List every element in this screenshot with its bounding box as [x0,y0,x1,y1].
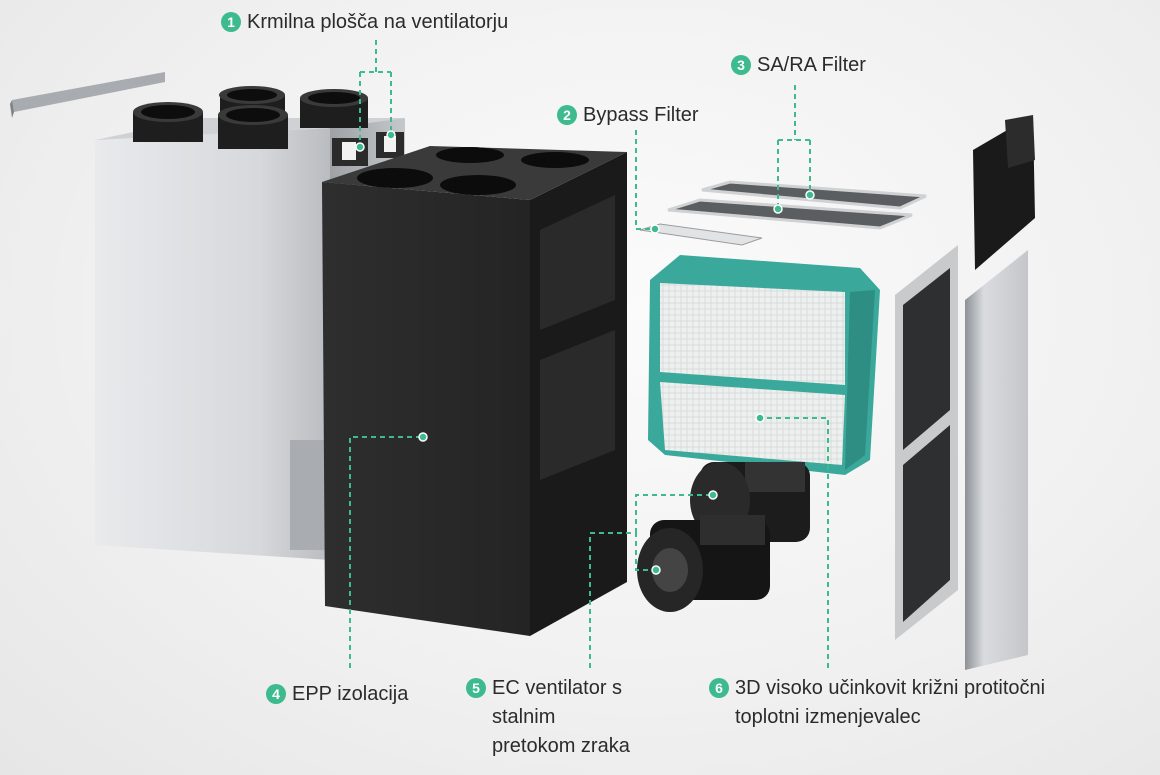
callout-sa-ra-filter: 3 SA/RA Filter [731,51,866,80]
duct-pipes [133,86,368,149]
callout-number-badge: 6 [709,678,729,698]
callout-text: Krmilna plošča na ventilatorju [247,11,509,33]
callout-text: EPP izolacija [292,683,409,705]
callout-text: 3D visoko učinkovit križni protitočni [735,677,1046,699]
ec-fans [637,462,810,612]
callout-text: toplotni izmenjevalec [735,706,921,728]
callout-text: EC ventilator s [492,677,623,699]
front-cover-panel [965,250,1028,670]
wall-bracket [10,72,165,118]
callout-text: stalnim [492,706,556,728]
callout-epp-insulation: 4 EPP izolacija [266,680,408,709]
callout-bypass-filter: 2 Bypass Filter [557,101,699,130]
callout-heat-exchanger: 6 3D visoko učinkovit križni protitočni … [709,674,1045,732]
sa-ra-filters [667,180,927,230]
epp-insulation-block [322,146,627,636]
callout-number-badge: 5 [466,678,486,698]
heat-exchanger [648,255,880,475]
control-cover-panel [973,115,1035,270]
callout-text: pretokom zraka [492,735,630,757]
callout-number-badge: 3 [731,55,751,75]
leader-dots [355,130,815,575]
callout-number-badge: 4 [266,684,286,704]
filter-grid-panel [895,245,958,640]
callout-control-panel: 1 Krmilna plošča na ventilatorju [221,8,508,37]
callout-text: SA/RA Filter [757,54,866,76]
callout-number-badge: 2 [557,105,577,125]
leader-lines [349,40,829,668]
callout-text: Bypass Filter [583,104,699,126]
callout-ec-fan: 5 EC ventilator s stalnim pretokom zraka [466,674,630,761]
callout-number-badge: 1 [221,12,241,32]
